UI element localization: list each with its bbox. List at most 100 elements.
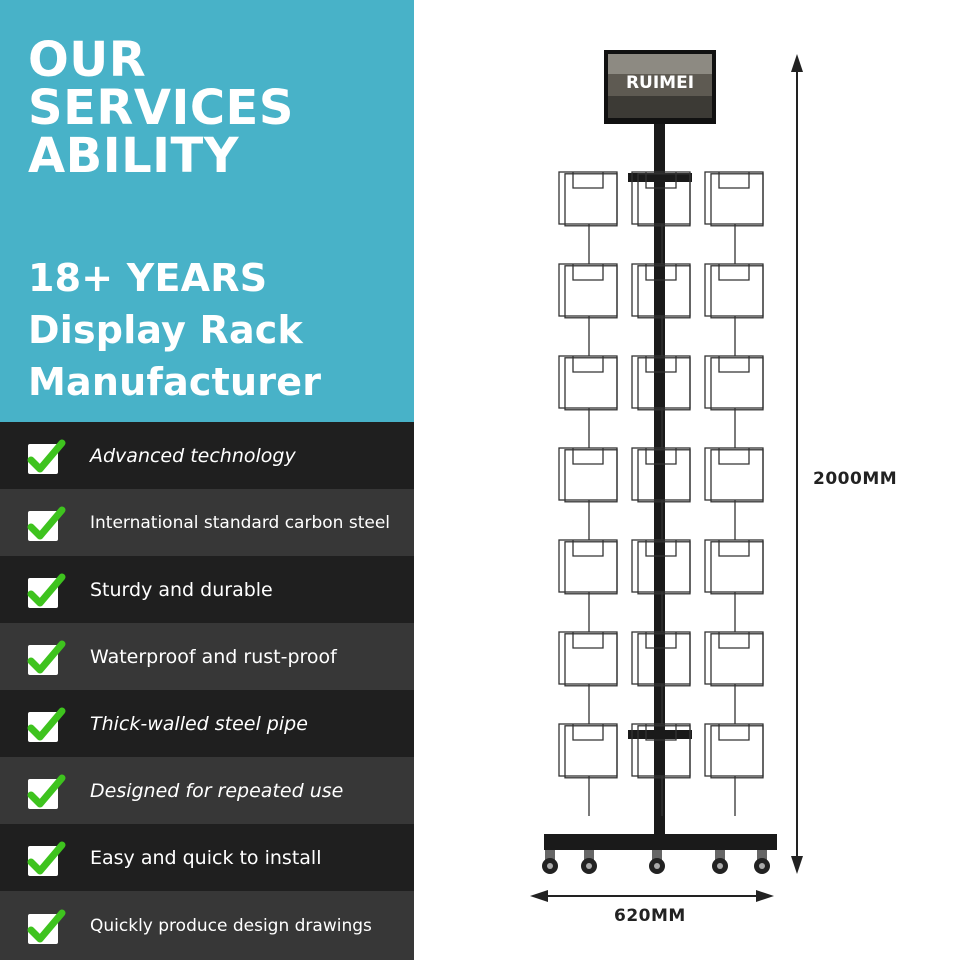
pocket-frame — [710, 633, 764, 687]
hero-subtitle-line: Display Rack — [28, 308, 303, 352]
pocket-frame — [704, 631, 764, 685]
pocket-frame — [637, 633, 691, 687]
rack-base — [544, 834, 777, 850]
pocket-frame — [704, 539, 764, 593]
caster-stem — [715, 850, 725, 860]
feature-label: Quickly produce design drawings — [90, 915, 372, 936]
caster-hub — [759, 863, 765, 869]
pocket-tab — [718, 540, 750, 557]
feature-item: Designed for repeated use — [0, 757, 414, 824]
product-panel: RUIMEI 2000MM 620MM — [414, 0, 960, 960]
pocket-frame — [710, 357, 764, 411]
pocket-tab — [645, 264, 677, 281]
feature-item: Waterproof and rust-proof — [0, 623, 414, 690]
pocket-frame — [564, 541, 618, 595]
checkmark-icon — [26, 436, 66, 476]
pocket-frame — [637, 357, 691, 411]
pocket-frame — [564, 265, 618, 319]
hero-title-line: OUR — [28, 32, 147, 88]
caster-stem — [652, 850, 662, 860]
caster-stem — [584, 850, 594, 860]
hero-subtitle-line: 18+ YEARS — [28, 256, 268, 300]
caster-wheels — [542, 850, 770, 874]
feature-item: Thick-walled steel pipe — [0, 690, 414, 757]
hero-title: OUR SERVICES ABILITY — [28, 36, 408, 180]
caster-stem — [545, 850, 555, 860]
pocket-tab — [645, 172, 677, 189]
feature-label: Easy and quick to install — [90, 846, 322, 869]
checkmark-icon — [26, 704, 66, 744]
pocket-tab — [572, 632, 604, 649]
pocket-frame — [558, 263, 618, 317]
pocket-grid — [558, 171, 764, 816]
pocket-frame — [637, 541, 691, 595]
pocket-frame — [710, 173, 764, 227]
feature-label: Waterproof and rust-proof — [90, 645, 337, 668]
hero-subtitle-line: Manufacturer — [28, 360, 322, 404]
pocket-frame — [710, 541, 764, 595]
feature-label: Designed for repeated use — [90, 779, 344, 802]
pocket-frame — [558, 171, 618, 225]
pocket-tab — [718, 264, 750, 281]
height-label: 2000MM — [813, 469, 898, 489]
feature-label: International standard carbon steel — [90, 512, 390, 533]
feature-item: International standard carbon steel — [0, 489, 414, 556]
caster-hub — [586, 863, 592, 869]
pocket-frame — [704, 355, 764, 409]
caster-stem — [757, 850, 767, 860]
checkmark-icon — [26, 570, 66, 610]
pocket-tab — [572, 172, 604, 189]
feature-item: Easy and quick to install — [0, 824, 414, 891]
pocket-frame — [704, 723, 764, 777]
feature-label: Thick-walled steel pipe — [90, 712, 308, 735]
pocket-tab — [572, 264, 604, 281]
caster-hub — [654, 863, 660, 869]
pocket-tab — [645, 724, 677, 741]
pocket-tab — [718, 356, 750, 373]
pocket-frame — [637, 449, 691, 503]
pocket-tab — [718, 632, 750, 649]
hero-banner: OUR SERVICES ABILITY 18+ YEARS Display R… — [0, 0, 414, 422]
pocket-frame — [704, 263, 764, 317]
rack-pole — [654, 124, 665, 840]
rack-bracket — [628, 173, 692, 182]
pocket-frame — [558, 539, 618, 593]
pocket-tab — [645, 356, 677, 373]
width-label: 620MM — [614, 906, 686, 926]
pocket-tab — [645, 540, 677, 557]
pocket-frame — [558, 355, 618, 409]
pocket-tab — [572, 356, 604, 373]
pocket-frame — [710, 725, 764, 779]
pocket-tab — [645, 448, 677, 465]
feature-label: Advanced technology — [90, 444, 296, 467]
hero-title-line: SERVICES — [28, 80, 294, 136]
height-dimension-arrow — [791, 54, 803, 874]
pocket-frame — [564, 725, 618, 779]
checkmark-icon — [26, 771, 66, 811]
checkmark-icon — [26, 838, 66, 878]
pocket-frame — [564, 173, 618, 227]
pocket-frame — [558, 447, 618, 501]
checkmark-icon — [26, 637, 66, 677]
checkmark-icon — [26, 906, 66, 946]
feature-label: Sturdy and durable — [90, 578, 273, 601]
rack-bracket — [628, 730, 692, 739]
sign-text: RUIMEI — [626, 73, 694, 93]
feature-item: Quickly produce design drawings — [0, 891, 414, 960]
sign-board: RUIMEI — [604, 50, 716, 124]
pocket-frame — [637, 265, 691, 319]
pocket-tab — [572, 724, 604, 741]
hero-subtitle: 18+ YEARS Display Rack Manufacturer — [28, 252, 412, 408]
pocket-tab — [718, 448, 750, 465]
caster-hub — [717, 863, 723, 869]
pocket-tab — [645, 632, 677, 649]
pocket-frame — [564, 357, 618, 411]
pocket-frame — [637, 725, 691, 779]
pocket-tab — [718, 724, 750, 741]
feature-item: Advanced technology — [0, 422, 414, 489]
pocket-frame — [704, 447, 764, 501]
display-rack-illustration: RUIMEI — [530, 50, 803, 902]
pocket-frame — [558, 631, 618, 685]
pocket-frame — [710, 449, 764, 503]
pocket-frame — [564, 633, 618, 687]
